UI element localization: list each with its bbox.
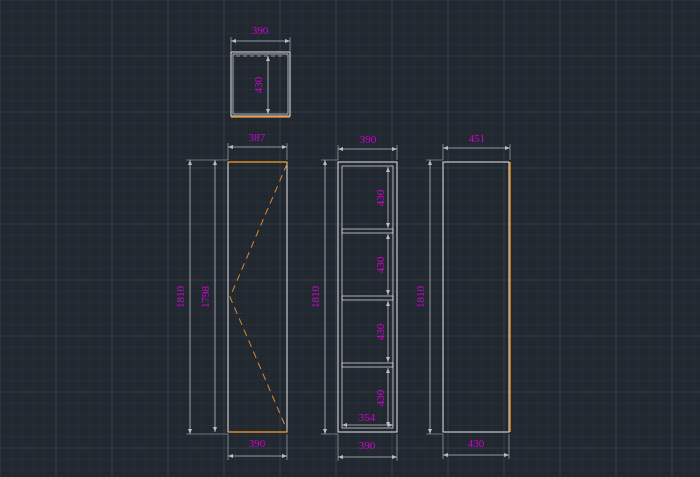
interior-outer-outline [337, 161, 398, 433]
side-top-depth-label: 451 [469, 133, 486, 145]
interior-shelf-2-label: 430 [375, 256, 387, 273]
shelf-1 [341, 228, 394, 234]
top-depth-label: 430 [253, 76, 265, 93]
front-door-height-label: 1798 [200, 286, 212, 309]
top-width-label: 390 [252, 25, 269, 37]
interior-view [321, 145, 398, 461]
top-view-outline [230, 51, 291, 117]
front-view [186, 143, 288, 460]
top-view [230, 37, 291, 118]
interior-shelf-1-label: 430 [375, 189, 387, 206]
top-view-inner-outline [232, 53, 289, 115]
interior-height-label: 1810 [310, 286, 322, 309]
interior-shelf-3-label: 430 [375, 323, 387, 340]
side-bottom-depth-label: 430 [468, 438, 485, 450]
interior-shelf-4-label: 430 [375, 389, 387, 406]
shelf-2 [341, 295, 394, 301]
shelf-3 [341, 362, 394, 368]
front-bottom-width-label: 390 [249, 438, 266, 450]
side-view [426, 144, 511, 459]
side-height-label: 1810 [415, 286, 427, 309]
interior-inner-width-label: 354 [359, 412, 376, 424]
interior-top-width-label: 390 [360, 134, 377, 146]
front-top-width-label: 387 [249, 132, 266, 144]
door-swing-indicator [229, 163, 288, 431]
side-view-outline [442, 161, 510, 433]
front-height-label: 1810 [175, 286, 187, 309]
interior-bottom-width-label: 390 [359, 440, 376, 452]
